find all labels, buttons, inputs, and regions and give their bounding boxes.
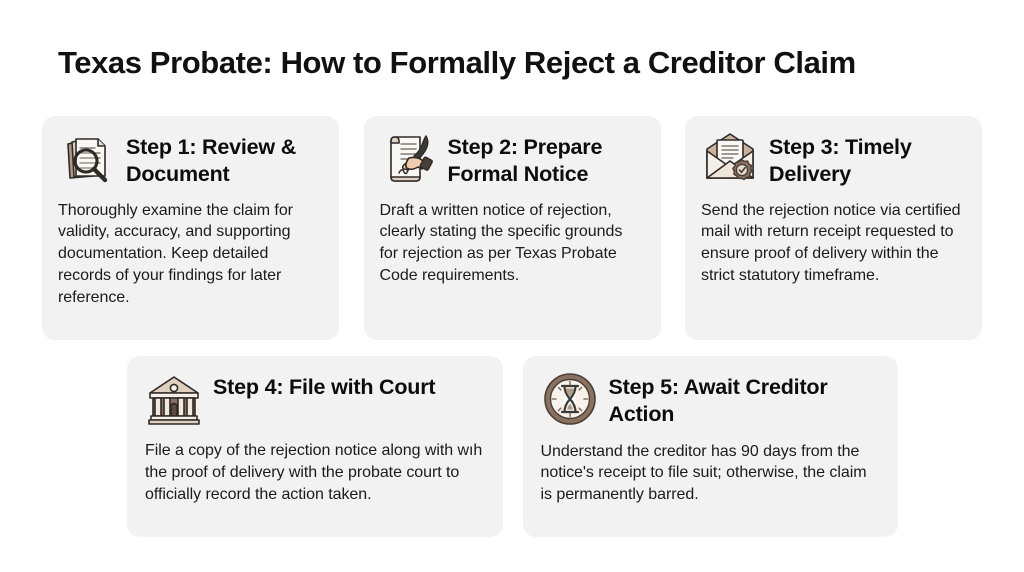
courthouse-icon [145, 370, 203, 428]
step-card-2-header: Step 2: Prepare Formal Notice [380, 130, 645, 189]
scroll-quill-hand-icon [380, 130, 438, 188]
step-card-2[interactable]: Step 2: Prepare Formal Notice Draft a wr… [363, 116, 661, 340]
envelope-seal-icon [701, 130, 759, 188]
hourglass-clock-icon [541, 370, 599, 428]
step-card-1-heading: Step 1: Review & Document [126, 135, 297, 187]
page-title: Texas Probate: How to Formally Reject a … [58, 45, 856, 80]
steps-container: Step 1: Review & Document Thoroughly exa… [0, 116, 1024, 537]
step-card-4-body: File a copy of the rejection notice alon… [145, 442, 483, 503]
steps-row-bottom: Step 4: File with Court File a copy of t… [0, 356, 1024, 537]
step-card-2-body: Draft a written notice of rejection, cle… [379, 201, 623, 284]
step-card-1-header: Step 1: Review & Document [58, 130, 323, 189]
step-card-5[interactable]: Step 5: Await Creditor Action Understand… [522, 356, 898, 537]
step-card-4-header: Step 4: File with Court [145, 370, 487, 428]
step-card-3[interactable]: Step 3: Timely Delivery Send the rejecti… [685, 116, 982, 340]
step-card-4[interactable]: Step 4: File with Court File a copy of t… [127, 356, 503, 537]
documents-magnifier-icon [58, 130, 116, 188]
step-card-5-header: Step 5: Await Creditor Action [541, 370, 883, 429]
step-card-2-heading: Step 2: Prepare Formal Notice [447, 135, 603, 187]
step-card-3-heading: Step 3: Timely Delivery [769, 135, 912, 187]
step-card-1-body: Thoroughly examine the claim for validit… [58, 201, 293, 306]
step-card-3-body: Send the rejection notice via certified … [701, 201, 961, 284]
step-card-1[interactable]: Step 1: Review & Document Thoroughly exa… [42, 116, 339, 340]
step-card-5-body: Understand the creditor has 90 days from… [540, 442, 867, 504]
steps-row-top: Step 1: Review & Document Thoroughly exa… [0, 116, 1024, 340]
step-card-4-heading: Step 4: File with Court [213, 375, 436, 399]
step-card-5-heading: Step 5: Await Creditor Action [608, 375, 828, 427]
step-card-3-header: Step 3: Timely Delivery [701, 130, 966, 189]
